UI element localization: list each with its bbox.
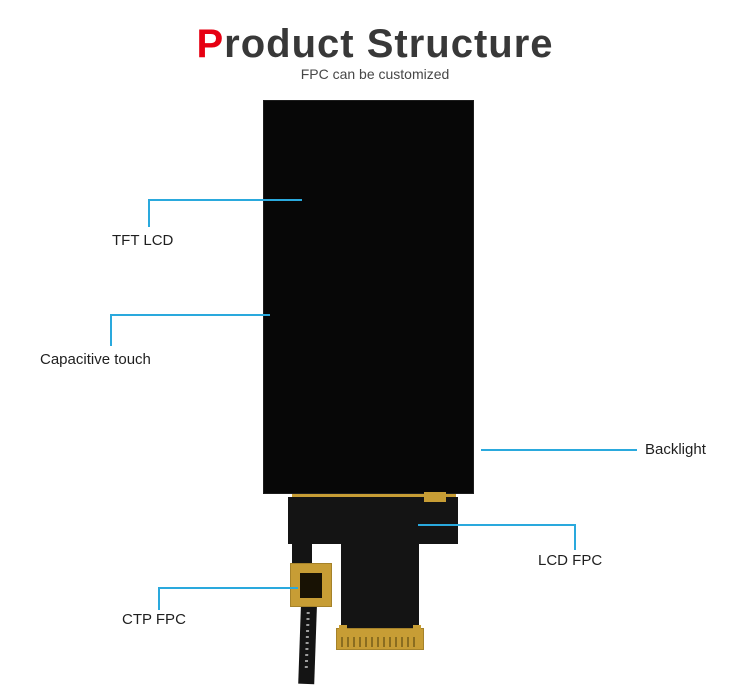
callout-capacitive-touch: Capacitive touch [40, 351, 151, 368]
callout-lcd-fpc: LCD FPC [538, 552, 603, 569]
page-subtitle: FPC can be customized [300, 66, 450, 82]
connector-notch-left [339, 625, 347, 631]
ctp-chip-die [300, 573, 322, 598]
ctp-fpc-leader-line-v [158, 587, 160, 610]
connector-notch-right [413, 625, 421, 631]
ctp-fpc-tail [298, 603, 317, 685]
ctp-fpc-chip [290, 563, 332, 607]
lcd-fpc-bar [288, 497, 458, 544]
lcd-fpc-leader-line-h [418, 524, 576, 526]
callout-backlight: Backlight [645, 441, 706, 458]
tft-lcd-panel [263, 100, 474, 494]
tft-lcd-leader-line-h [148, 199, 302, 201]
capacitive-touch-leader-line-h [110, 314, 270, 316]
backlight-leader-line-h [481, 449, 637, 451]
title-accent-letter: P [196, 22, 225, 66]
ctp-fpc-leader-line-h [158, 587, 298, 589]
lcd-fpc-leader-line-v [574, 524, 576, 550]
fpc-attach-strip [292, 493, 456, 498]
tft-lcd-leader-line-v [148, 199, 150, 227]
ctp-fpc-ribbon [292, 540, 312, 568]
gold-connector-tab [424, 492, 446, 502]
title-rest: roduct Structure [224, 22, 554, 66]
lcd-fpc-connector [336, 625, 424, 650]
connector-pins [341, 637, 419, 647]
callout-tft-lcd: TFT LCD [112, 232, 174, 249]
fpc-print-marks [304, 611, 310, 672]
callout-ctp-fpc: CTP FPC [122, 611, 186, 628]
page-title: Product Structure [0, 22, 750, 67]
capacitive-touch-leader-line-v [110, 314, 112, 346]
lcd-fpc-ribbon [341, 543, 419, 630]
